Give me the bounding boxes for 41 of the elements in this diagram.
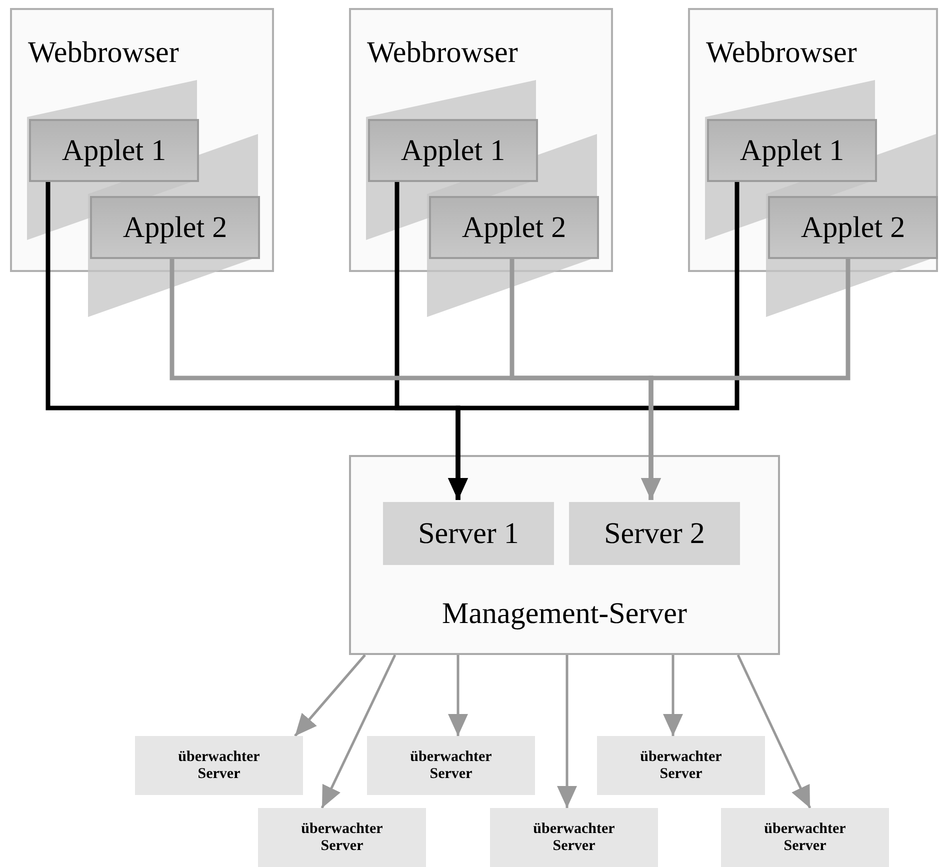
connector-arrow <box>557 655 577 808</box>
applet-box <box>429 196 599 259</box>
server-title: Management-Server <box>441 597 688 631</box>
connector-arrow <box>448 655 468 736</box>
connector-arrow <box>294 654 366 737</box>
applet-label: Applet 2 <box>122 210 228 244</box>
connector-arrow <box>448 180 740 500</box>
applet-box <box>768 196 938 259</box>
applet-label: Applet 1 <box>738 134 846 168</box>
server-box <box>383 502 554 565</box>
applet-label: Applet 2 <box>460 210 568 244</box>
window-title: Webbrowser <box>706 36 857 70</box>
connector-arrow <box>663 655 683 736</box>
applet-box <box>368 119 538 182</box>
server-label: Server 2 <box>603 516 706 550</box>
monitored-server-box <box>135 736 303 795</box>
connector-arrow <box>641 257 850 500</box>
server-label: überwachter Server <box>409 748 493 783</box>
server-label: überwachter Server <box>763 820 847 855</box>
server-label: Server 1 <box>417 516 520 550</box>
connector-arrow <box>736 654 812 809</box>
connector-arrow <box>320 654 396 809</box>
server-label: überwachter Server <box>532 820 616 855</box>
window-title: Webbrowser <box>367 36 518 70</box>
monitored-server-box <box>490 808 658 867</box>
server-label: überwachter Server <box>177 748 261 783</box>
applet-box <box>29 119 199 182</box>
server-label: überwachter Server <box>639 748 723 783</box>
monitored-server-box <box>721 808 889 867</box>
applet-label: Applet 1 <box>400 134 506 168</box>
monitored-server-box <box>597 736 765 795</box>
server-label: überwachter Server <box>300 820 384 855</box>
applet-box <box>90 196 260 259</box>
applet-box <box>707 119 877 182</box>
monitored-server-box <box>367 736 535 795</box>
monitored-server-box <box>258 808 426 867</box>
applet-label: Applet 1 <box>60 134 168 168</box>
window-title: Webbrowser <box>28 36 179 70</box>
applet-label: Applet 2 <box>800 210 906 244</box>
server-box <box>569 502 740 565</box>
management-server-box <box>349 455 780 655</box>
